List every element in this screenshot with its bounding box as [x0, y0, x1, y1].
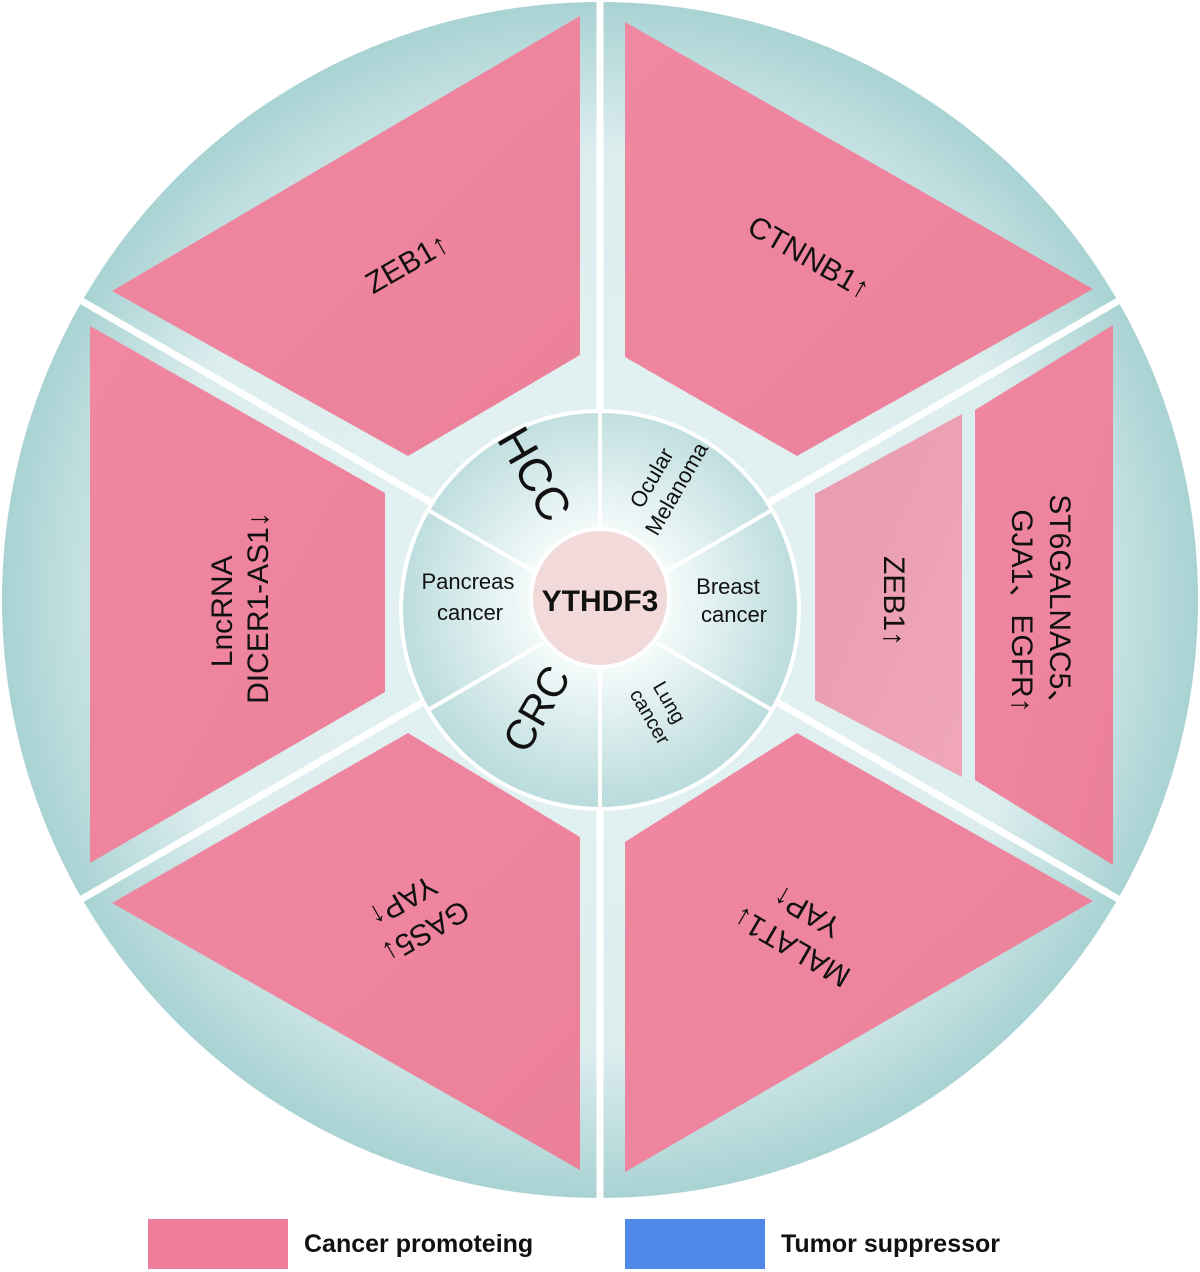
sector-crc-target [112, 733, 580, 1170]
legend-label-suppressor: Tumor suppressor [781, 1229, 1001, 1258]
cancer-label-breast-line1: Breast [696, 574, 760, 599]
target-label-breast-outer-line2: GJA1、EGFR↑ [1005, 509, 1038, 712]
target-label-pancreas: LncRNA DICER1-AS1↓ [206, 512, 275, 704]
sector-ocular-target [625, 22, 1093, 456]
target-label-breast-inner: ZEB1↑ [877, 556, 910, 646]
sector-pancreas-target [90, 326, 385, 863]
cancer-label-breast: Breast cancer [696, 574, 767, 627]
cancer-label-pancreas: Pancreas cancer [421, 569, 520, 625]
target-label-breast-outer: ST6GALNAC5、 GJA1、EGFR↑ [1005, 494, 1076, 727]
sector-lung-target [625, 733, 1093, 1172]
target-label-pancreas-line1: LncRNA [206, 556, 239, 668]
cancer-label-breast-line2: cancer [701, 602, 767, 627]
target-label-breast-outer-line1: ST6GALNAC5、 [1043, 494, 1076, 719]
legend-tumor-suppressor: Tumor suppressor [625, 1218, 1000, 1270]
legend-label-promoting: Cancer promoteing [304, 1229, 534, 1258]
center-label: YTHDF3 [542, 585, 659, 618]
legend-cancer-promoting: Cancer promoteing [148, 1218, 533, 1270]
legend-swatch-suppressor [625, 1219, 765, 1269]
target-label-pancreas-line2: DICER1-AS1↓ [242, 512, 275, 704]
cancer-label-pancreas-line2: cancer [437, 600, 503, 625]
center-node [529, 527, 671, 669]
sector-breast-inner-target [815, 414, 962, 777]
sector-breast-outer-target [975, 325, 1113, 865]
legend-swatch-promoting [148, 1219, 288, 1269]
sector-hcc-target [112, 16, 580, 456]
cancer-label-pancreas-line1: Pancreas [421, 569, 514, 594]
